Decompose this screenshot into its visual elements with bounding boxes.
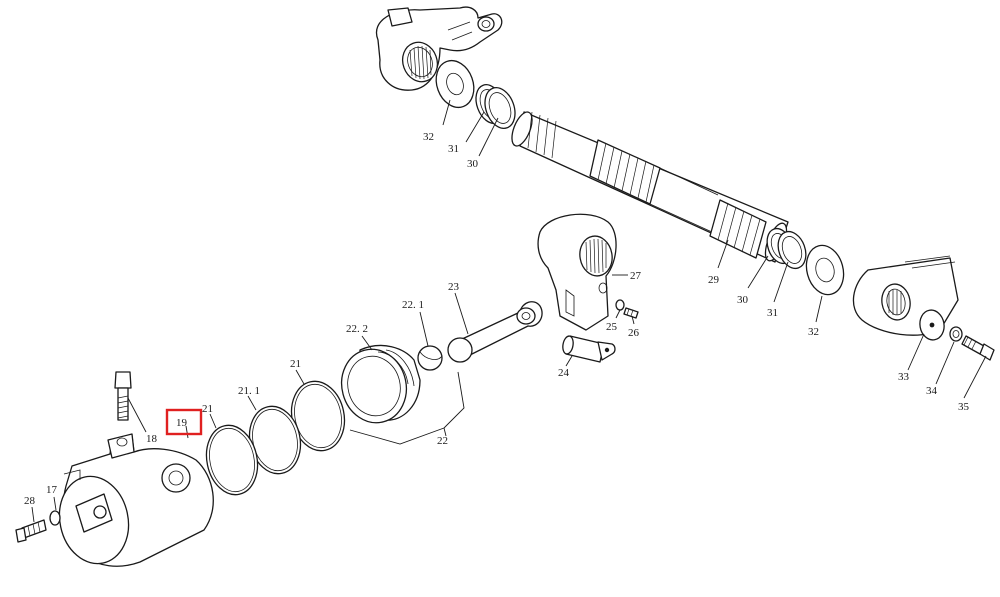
washer-17	[49, 510, 61, 526]
label-23: 23	[448, 281, 460, 293]
lift-arm-left	[375, 6, 503, 91]
label-22-2: 22. 2	[346, 323, 368, 335]
screw-26	[623, 307, 639, 319]
label-31-right: 31	[767, 307, 778, 319]
o-ring-21-right	[290, 380, 346, 452]
label-32-right: 32	[808, 326, 819, 338]
piston-22-2	[340, 344, 421, 424]
seal-rings-top	[475, 84, 516, 129]
pin-24	[562, 335, 616, 363]
o-ring-21-left	[205, 424, 259, 496]
label-30-right: 30	[737, 294, 749, 306]
label-32-top: 32	[423, 131, 434, 143]
washer-25	[615, 299, 625, 311]
leader-lines	[31, 99, 987, 523]
label-22: 22	[437, 435, 448, 447]
label-18: 18	[146, 433, 158, 445]
label-35: 35	[958, 401, 970, 413]
label-21-1: 21. 1	[238, 385, 260, 397]
label-34: 34	[926, 385, 938, 397]
seal-rings-right	[766, 227, 807, 270]
label-29: 29	[708, 274, 720, 286]
washer-32-top	[435, 59, 475, 109]
label-25: 25	[606, 321, 618, 333]
label-30-top: 30	[467, 158, 479, 170]
label-28: 28	[24, 495, 36, 507]
label-27: 27	[630, 270, 642, 282]
label-26: 26	[628, 327, 640, 339]
label-24: 24	[558, 367, 570, 379]
label-22-1: 22. 1	[402, 299, 424, 311]
highlight-box-part-19	[165, 408, 203, 436]
washer-32-right	[805, 244, 845, 296]
label-21-right: 21	[290, 358, 301, 370]
bolt-28	[15, 519, 47, 543]
inner-lift-arm-27	[537, 213, 617, 331]
label-19: 19	[176, 417, 188, 429]
lift-arm-right	[852, 255, 959, 341]
ball-22-1	[417, 345, 443, 371]
label-33: 33	[898, 371, 910, 383]
bolt-35	[961, 335, 995, 361]
connecting-rod-23	[447, 301, 543, 363]
cylinder-body-19	[58, 433, 214, 567]
label-17: 17	[46, 484, 58, 496]
label-21-left: 21	[202, 403, 213, 415]
bolt-18	[114, 371, 132, 421]
label-31-top: 31	[448, 143, 459, 155]
callout-labels: 32 31 30 29 30 31 32 33 34 35 27 25 26 2…	[24, 131, 970, 507]
washer-34	[949, 326, 963, 342]
